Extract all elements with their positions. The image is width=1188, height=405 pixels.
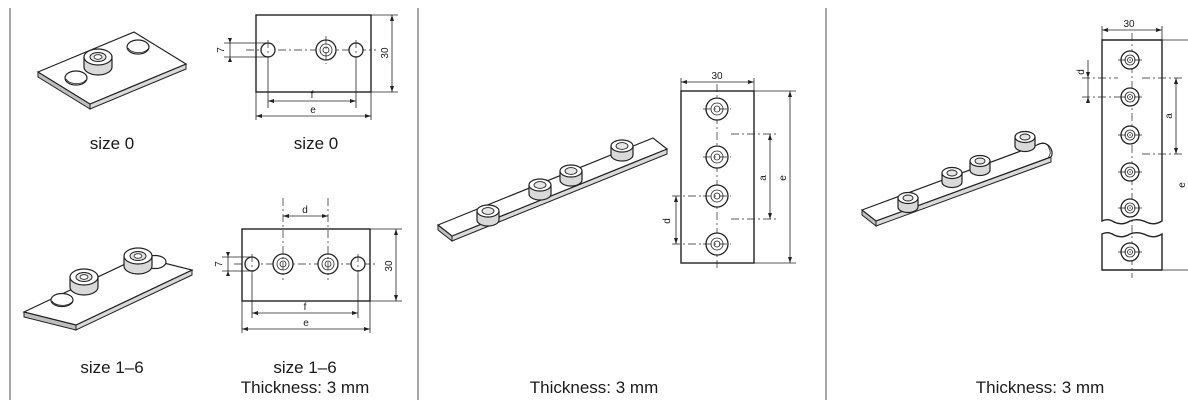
dim-hole-7-top: 7 xyxy=(216,47,227,53)
caption-iso-size0: size 0 xyxy=(89,134,135,153)
dim-d-middle: d xyxy=(662,218,673,224)
dim-width-30-middle: 30 xyxy=(711,71,723,82)
dim-e-bottom: e xyxy=(303,318,309,329)
dim-hole-7-bottom: 7 xyxy=(214,261,225,267)
iso-bar-middle-studs xyxy=(476,139,634,227)
drawing-size1-6: d 7 30 f e xyxy=(214,198,402,333)
dim-d-right: d xyxy=(1076,69,1087,75)
dim-width-30-bottom: 30 xyxy=(384,260,395,272)
caption-drawing-size0: size 0 xyxy=(293,134,339,153)
caption-iso-size1-6: size 1–6 xyxy=(80,358,144,377)
caption-thickness-panel3: Thickness: 3 mm xyxy=(975,378,1105,397)
caption-thickness-panel1: Thickness: 3 mm xyxy=(240,378,370,397)
dim-d-left: d xyxy=(302,205,308,216)
dim-f-top: f xyxy=(311,90,314,101)
drawing-right: 30 xyxy=(1076,19,1188,278)
dim-width-30-right: 30 xyxy=(1123,19,1135,30)
dim-e-top: e xyxy=(310,105,316,116)
dim-width-30-top: 30 xyxy=(380,47,391,59)
caption-drawing-size1-6: size 1–6 xyxy=(273,358,337,377)
dim-f-bottom: f xyxy=(304,302,307,313)
dim-e-right: e xyxy=(1177,182,1188,188)
dim-a-right: a xyxy=(1164,113,1175,119)
drawing-middle: 30 a xyxy=(662,71,796,270)
iso-plate-size0 xyxy=(36,31,188,110)
dim-a-middle: a xyxy=(758,175,769,181)
iso-plate-size1-6 xyxy=(22,247,194,331)
drawing-size0: 7 30 f e xyxy=(216,14,398,120)
dim-e-middle: e xyxy=(778,175,789,181)
iso-bar-right-studs xyxy=(897,130,1036,214)
caption-thickness-panel2: Thickness: 3 mm xyxy=(529,378,659,397)
